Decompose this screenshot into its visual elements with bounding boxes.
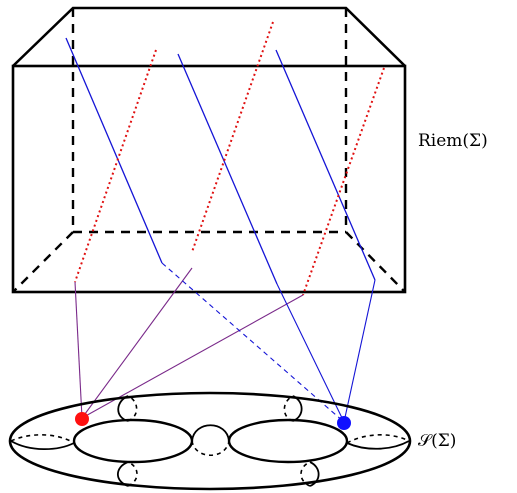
surface-hole-left <box>72 418 194 464</box>
curve-top-left-back <box>127 395 138 422</box>
curve-top-left <box>117 395 129 422</box>
curve-bottom-right-back <box>300 461 311 487</box>
surface-outer-boundary <box>8 391 412 491</box>
red-fibers <box>74 21 385 296</box>
blue-fiber-1 <box>65 37 163 264</box>
box-bottom-right-diagonal <box>345 231 406 293</box>
box-front-face <box>11 64 407 294</box>
surface-diagram <box>8 391 412 491</box>
curve-bottom-right <box>309 461 320 487</box>
proj-red-2 <box>81 267 193 419</box>
curve-middle-front <box>191 424 230 442</box>
curve-top-right-back <box>283 395 294 422</box>
blue-fiber-2 <box>177 53 278 285</box>
blue-fiber-3 <box>275 49 376 281</box>
red-fiber-3 <box>302 67 385 296</box>
riem-box <box>11 6 407 294</box>
curve-top-right <box>292 395 303 422</box>
red-point <box>75 412 89 426</box>
riem-label: Riem(Σ) <box>418 131 488 151</box>
red-fiber-2 <box>191 21 274 253</box>
red-fiber-1 <box>74 49 157 283</box>
proj-blue-3 <box>343 279 376 423</box>
proj-blue-1 <box>161 262 345 423</box>
curve-left-back <box>10 434 75 444</box>
proj-red-1 <box>74 281 83 419</box>
curve-bottom-left <box>116 461 129 487</box>
curve-bottom-left-back <box>127 461 138 487</box>
curve-right-back <box>346 434 410 444</box>
box-top-outline <box>12 6 406 67</box>
curve-middle-back <box>191 440 230 456</box>
blue-fibers <box>65 37 376 285</box>
box-bottom-left-diagonal <box>12 231 74 293</box>
curve-right-front <box>346 440 410 450</box>
blue-point <box>337 416 351 430</box>
proj-blue-2 <box>276 283 345 423</box>
surface-hole-right <box>227 418 349 464</box>
curve-left-front <box>10 440 75 450</box>
teich-label: 𝒮(Σ) <box>418 431 456 451</box>
